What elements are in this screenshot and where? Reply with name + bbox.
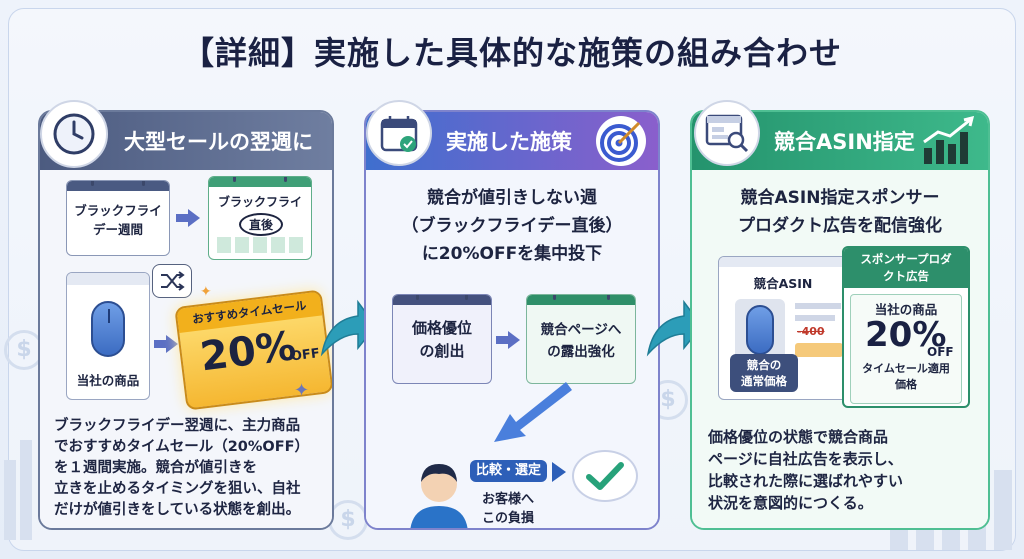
browser-search-icon [694,100,760,166]
card-line: 競合ページへ [540,322,622,338]
ad-off: OFF [927,345,954,359]
panel-big-sale-next-week: 大型セールの翌週に ブラックフライデー週間 ブラックフライ 直後 [38,110,334,530]
ticket-off: OFF [290,346,321,365]
calendar-right-after: ブラックフライ 直後 [208,176,312,260]
price-tag-line: 競合の [746,358,782,372]
description-line: ブラックフライデー翌週に、主力商品 [54,418,301,434]
calendar-label: ブラックフライ [217,195,302,209]
price-tag-line: 通常価格 [741,374,787,388]
competitor-price-tag: 競合の 通常価格 [730,354,798,392]
growth-chart-icon [923,116,975,164]
card-line: の露出強化 [547,344,615,360]
sponsored-ad-card: スポンサープロダ クト広告 当社の商品 20% OFF タイムセール適用 価格 [842,246,970,408]
headline-line: 競合ASIN指定スポンサー [740,188,940,208]
calendar-check-icon [366,100,432,166]
product-window: 当社の商品 [66,272,150,400]
arrow-head-icon [508,331,520,349]
arrow-right-icon [176,214,190,222]
panel-body: 競合ASIN指定スポンサー プロダクト広告を配信強化 競合ASIN -400 競… [692,170,988,528]
description-line: 状況を意図的につくる。 [708,494,873,512]
calendar-grid [217,237,303,253]
description-line: ページに自社広告を表示し、 [708,450,903,468]
panel-headline: 競合ASIN指定スポンサー プロダクト広告を配信強化 [692,184,988,240]
arrow-down-left-icon [494,382,572,442]
panel-headline: 競合が値引きしない週 （ブラックフライデー直後） に20%OFFを集中投下 [366,184,658,268]
description-line: 立きを止めるタイミングを狙い、自社 [54,481,301,497]
panel-header-label: 実施した施策 [446,130,572,154]
arrow-right-icon [154,340,168,348]
mouse-icon [91,301,125,357]
customer-avatar-icon [404,456,474,528]
ad-percent: 20% [865,315,947,355]
sparkle-icon: ✦ [294,380,310,401]
ad-header-line: スポンサープロダ [860,252,952,266]
arrow-right-icon [496,336,510,344]
competitor-label: 競合ASIN [753,276,813,291]
headline-line: に20%OFFを集中投下 [421,244,603,264]
panel-competitor-asin: 競合ASIN指定 競合ASIN指定スポンサー プロダクト広告を配信強化 競合AS… [690,110,990,530]
calendar-label: ブラックフライデー週間 [74,203,162,237]
arrow-head-icon [166,335,178,353]
headline-line: （ブラックフライデー直後） [401,216,623,236]
strike-price: -400 [797,325,825,338]
panel-description: ブラックフライデー翌週に、主力商品 でおすすめタイムセール（20%OFF） を１… [54,416,326,521]
panel-description: 価格優位の状態で競合商品 ページに自社広告を表示し、 比較された際に選ばれやすい… [708,426,984,514]
ticket-percent: 20% [197,323,299,381]
dollar-coin-icon: $ [328,500,368,540]
calendar-highlight: 直後 [239,213,284,236]
customer-line: この負損 [482,511,535,526]
compare-select-label: 比較・選定 [470,460,548,482]
card-line: の創出 [419,342,465,360]
headline-line: プロダクト広告を配信強化 [738,216,942,236]
description-line: を１週間実施。競合が値引きを [54,460,257,476]
clock-icon [40,100,108,168]
description-line: でおすすめタイムセール（20%OFF） [54,439,310,455]
arrow-right-icon [552,462,566,482]
calendar-black-friday-week: ブラックフライデー週間 [66,180,170,256]
ad-sub-line: 価格 [895,378,917,391]
description-line: だけが値引きをしている状態を創出。 [54,502,301,518]
description-line: 比較された際に選ばれやすい [708,472,904,490]
panel-header-label: 大型セールの翌週に [124,130,313,154]
headline-line: 競合が値引きしない週 [427,188,597,208]
panel-body: ブラックフライデー週間 ブラックフライ 直後 当社の商品 [40,170,332,528]
customer-line: お客様へ [482,492,535,507]
target-icon [596,116,646,166]
sale-ticket: おすすめタイムセール 20% OFF [174,289,332,411]
card-exposure: 競合ページへ の露出強化 [526,294,636,384]
ad-sub-line: タイムセール適用 [862,362,950,375]
product-label: 当社の商品 [76,373,140,388]
page-title: 【詳細】実施した具体的な施策の組み合わせ [181,34,842,72]
checkmark-icon [572,450,638,502]
ticket-title: おすすめタイムセール [176,291,323,333]
ad-header-line: クト広告 [883,269,929,283]
arrow-head-icon [188,209,200,227]
description-line: 価格優位の状態で競合商品 [708,428,889,446]
sparkle-icon: ✦ [200,284,212,300]
panel-header-label: 競合ASIN指定 [774,130,915,154]
panel-body: 競合が値引きしない週 （ブラックフライデー直後） に20%OFFを集中投下 価格… [366,170,658,528]
bar-chart-decor-icon [4,440,32,540]
card-line: 価格優位 [411,319,472,337]
panel-measures: 実施した施策 競合が値引きしない週 （ブラックフライデー直後） に20%OFFを… [364,110,660,530]
customer-text: お客様へ この負損 [482,490,534,528]
card-price-advantage: 価格優位 の創出 [392,294,492,384]
shuffle-icon [152,264,192,298]
ad-product-label: 当社の商品 [874,302,938,317]
